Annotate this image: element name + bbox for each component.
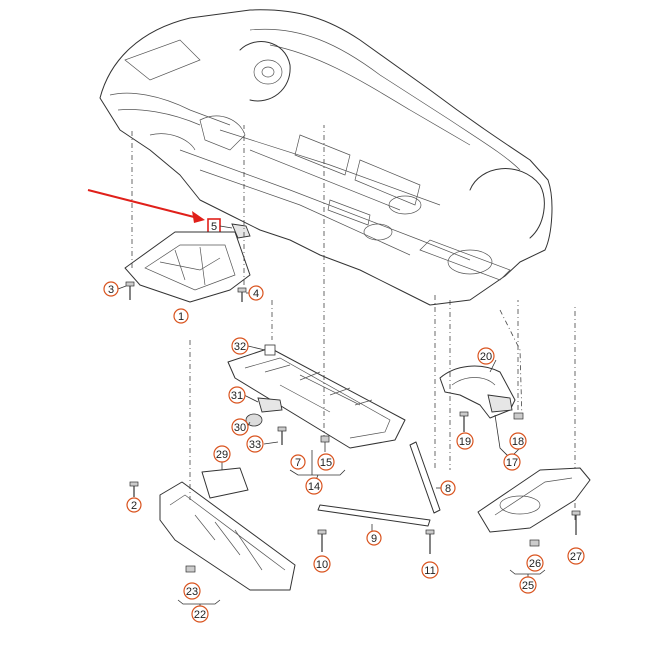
callout-8: 8 [440, 480, 456, 496]
grommet-30 [245, 413, 263, 427]
callout-33: 33 [246, 435, 264, 453]
bolt-11 [425, 529, 435, 554]
callout-label-15: 15 [320, 457, 332, 469]
callout-label-10: 10 [316, 559, 328, 571]
callout-9: 9 [366, 530, 382, 546]
callout-label-2: 2 [131, 500, 137, 512]
callout-18: 18 [509, 432, 527, 450]
callout-label-32: 32 [234, 341, 246, 353]
strut-9 [317, 504, 431, 533]
callout-22: 22 [191, 605, 209, 623]
callout-26: 26 [526, 554, 544, 572]
part-engine-undertray [124, 125, 251, 303]
nut-18 [513, 412, 524, 420]
callout-label-18: 18 [512, 436, 524, 448]
callout-label-17: 17 [506, 457, 518, 469]
callout-14: 14 [305, 477, 323, 495]
callout-label-3: 3 [108, 284, 114, 296]
callout-23: 23 [183, 582, 201, 600]
callout-label-33: 33 [249, 439, 261, 451]
callout-11: 11 [421, 561, 439, 579]
callout-label-26: 26 [529, 558, 541, 570]
nut-23 [185, 565, 196, 573]
callout-label-1: 1 [178, 311, 184, 323]
callout-label-25: 25 [522, 580, 534, 592]
bolt-10 [317, 529, 327, 552]
callout-4: 4 [248, 285, 264, 301]
callout-label-9: 9 [371, 533, 377, 545]
bolt-19 [459, 411, 469, 432]
callout-label-20: 20 [480, 351, 492, 363]
nut-15 [320, 435, 330, 452]
callout-label-31: 31 [231, 390, 243, 402]
callout-10: 10 [313, 555, 331, 573]
callout-7: 7 [290, 454, 306, 470]
bolt-4 [237, 287, 250, 302]
callout-25: 25 [519, 576, 537, 594]
callout-label-29: 29 [216, 449, 228, 461]
callout-27: 27 [567, 547, 585, 565]
callout-label-22: 22 [194, 609, 206, 621]
clip-32 [247, 345, 266, 351]
callout-label-5: 5 [211, 221, 217, 233]
callout-30: 30 [231, 418, 249, 436]
callout-31: 31 [228, 386, 246, 404]
part-rear-underbody-cover [477, 467, 591, 580]
callout-19: 19 [456, 432, 474, 450]
callout-label-27: 27 [570, 551, 582, 563]
callout-15: 15 [317, 453, 335, 471]
strut-8 [409, 441, 444, 514]
callout-5-highlight: 5 [207, 218, 251, 239]
callout-17: 17 [503, 453, 521, 471]
pointer-arrow [87, 189, 205, 223]
part-center-floor-panel [227, 125, 406, 449]
bracket-31 [243, 394, 283, 413]
callout-label-23: 23 [186, 586, 198, 598]
callout-3: 3 [103, 281, 119, 297]
part-side-heat-shield [159, 300, 296, 591]
callout-label-19: 19 [459, 436, 471, 448]
callout-1: 1 [173, 308, 189, 324]
callout-2: 2 [126, 497, 142, 513]
callout-32: 32 [231, 337, 249, 355]
callout-20: 20 [477, 347, 495, 365]
callout-29: 29 [213, 445, 231, 463]
callout-label-7: 7 [295, 457, 301, 469]
bolt-3 [117, 281, 135, 300]
callout-label-30: 30 [234, 422, 246, 434]
bolt-33 [263, 426, 287, 445]
callout-label-4: 4 [253, 288, 259, 300]
callout-label-14: 14 [308, 481, 320, 493]
bolt-2 [129, 481, 139, 497]
callout-label-11: 11 [424, 565, 435, 577]
callout-label-8: 8 [445, 483, 451, 495]
part-heat-shield-rear [434, 295, 576, 520]
vehicle-body [99, 9, 553, 306]
